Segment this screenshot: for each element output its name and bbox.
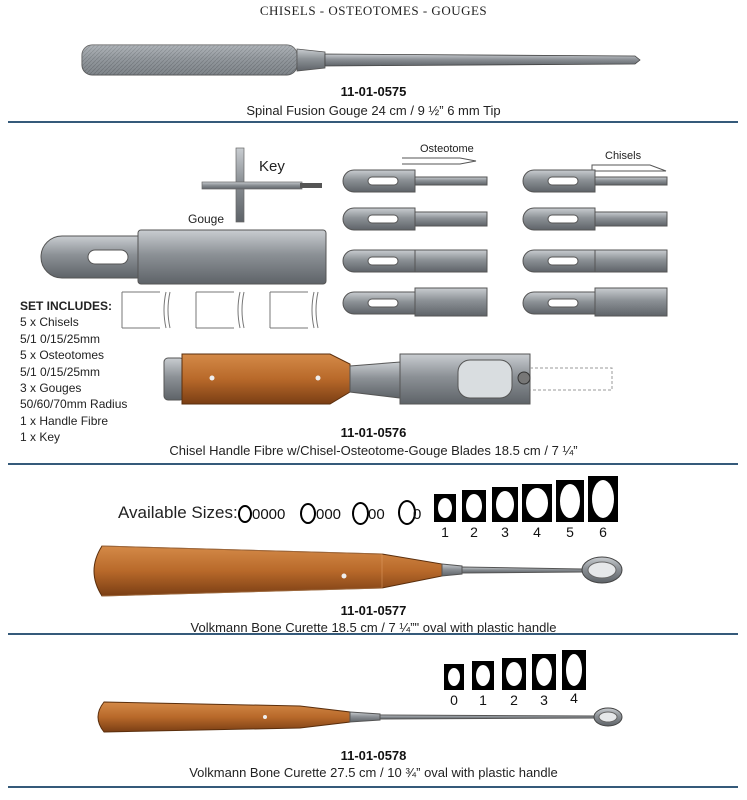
- size-label: 0000: [252, 506, 286, 523]
- product-code-0577: 11-01-0577: [340, 603, 407, 618]
- size-oval-icon: [238, 505, 252, 523]
- gouge-label: Gouge: [188, 212, 225, 226]
- numbered-size-ovals: [434, 476, 618, 522]
- page-title: CHISELS - OSTEOTOMES - GOUGES: [259, 3, 488, 18]
- key-image: [201, 147, 322, 223]
- set-item: 5 x Chisels: [20, 315, 79, 330]
- size-number: 4: [570, 690, 578, 706]
- set-item: 5/1 0/15/25mm: [20, 331, 101, 346]
- size-number: 2: [510, 692, 518, 708]
- product-desc-0578: Volkmann Bone Curette 27.5 cm / 10 ¾” ov…: [189, 765, 558, 780]
- set-item: 1 x Key: [20, 430, 61, 445]
- gouge-blade-image: [40, 229, 327, 285]
- set-item: 3 x Gouges: [20, 381, 82, 396]
- set-item: 5/1 0/15/25mm: [20, 364, 101, 379]
- gouge-profiles-image: [121, 291, 319, 329]
- spinal-fusion-gouge-image: [81, 44, 641, 76]
- size-number: 6: [599, 524, 607, 540]
- product-code-0575: 11-01-0575: [340, 84, 407, 99]
- size-number: 1: [479, 692, 487, 708]
- chisels-label: Chisels: [605, 150, 642, 162]
- chisel-profile-icon: [591, 164, 667, 172]
- volkmann-curette-0578-image: [97, 701, 623, 733]
- product-desc-0577: Volkmann Bone Curette 18.5 cm / 7 ¼”" ov…: [190, 620, 557, 635]
- available-sizes-label: Available Sizes:: [118, 503, 238, 522]
- set-item: 50/60/70mm Radius: [20, 397, 128, 412]
- size-label: 00: [368, 506, 385, 523]
- osteotome-profile-icon: [402, 157, 477, 165]
- size-oval-icon: [352, 502, 369, 525]
- section-divider: [8, 121, 738, 123]
- section-divider: [8, 633, 738, 635]
- osteotome-label: Osteotome: [420, 143, 474, 155]
- size-label: 0: [413, 506, 422, 523]
- set-includes-list: SET INCLUDES: 5 x Chisels 5/1 0/15/25mm …: [20, 298, 127, 446]
- size-number: 4: [533, 524, 541, 540]
- blades-grid-image: [342, 169, 668, 317]
- product-desc-0576: Chisel Handle Fibre w/Chisel-Osteotome-G…: [169, 443, 578, 458]
- size-oval-icon: [300, 503, 316, 524]
- numbered-size-ovals-0578: [444, 650, 586, 690]
- size-number: 5: [566, 524, 574, 540]
- size-number: 0: [450, 692, 458, 708]
- size-number: 2: [470, 524, 478, 540]
- chisel-handle-image: [163, 353, 613, 405]
- section-divider: [8, 463, 738, 465]
- size-number: 3: [540, 692, 548, 708]
- product-code-0576: 11-01-0576: [340, 425, 407, 440]
- size-oval-icon: [398, 500, 416, 525]
- set-item: 1 x Handle Fibre: [20, 413, 109, 428]
- set-includes-heading: SET INCLUDES:: [20, 299, 113, 313]
- key-label: Key: [259, 158, 285, 175]
- product-code-0578: 11-01-0578: [340, 748, 407, 763]
- volkmann-curette-0577-image: [93, 545, 623, 597]
- set-item: 5 x Osteotomes: [20, 348, 105, 363]
- section-divider: [8, 786, 738, 788]
- size-number: 1: [441, 524, 449, 540]
- product-desc-0575: Spinal Fusion Gouge 24 cm / 9 ½” 6 mm Ti…: [246, 103, 501, 118]
- size-number: 3: [501, 524, 509, 540]
- size-label: 000: [316, 506, 342, 523]
